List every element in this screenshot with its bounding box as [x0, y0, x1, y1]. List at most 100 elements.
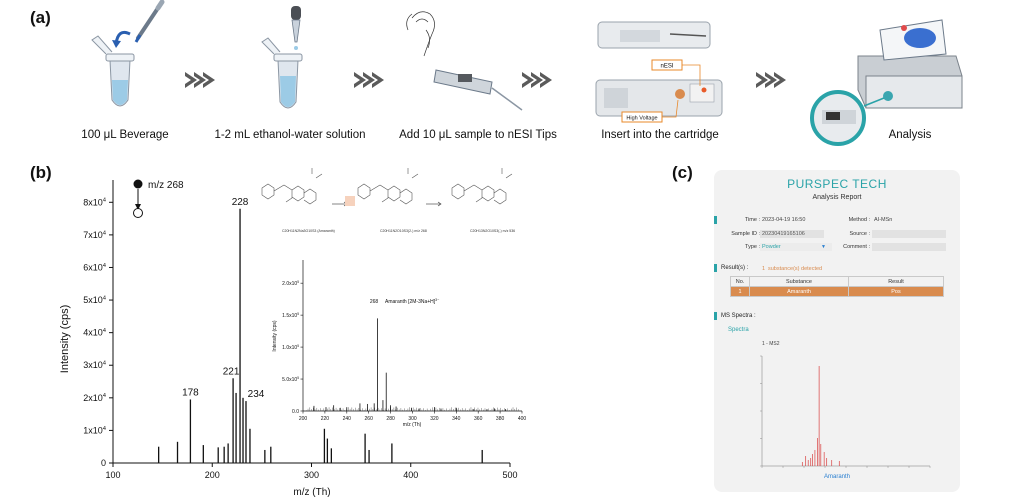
main-peak-label: 221 [223, 366, 240, 377]
structure-label-2: C20H11N2O10S3(2-) m/z 268 [380, 229, 427, 233]
table-cell-no: 1 [730, 286, 750, 297]
legend-precursor-marker [133, 179, 143, 189]
tube-icon-1 [91, 35, 135, 107]
inset-peak-label: 268 [370, 299, 379, 305]
main-y-tick-label: 5x104 [83, 295, 107, 305]
legend-label: m/z 268 [148, 180, 184, 191]
cartridge-top-icon [597, 21, 711, 49]
panel-label-c: (c) [672, 163, 693, 182]
inset-y-tick-label: 1.5x105 [282, 312, 299, 319]
inset-x-tick-label: 400 [518, 416, 527, 422]
zoom-callout-icon [810, 90, 885, 146]
main-y-tick-label: 2x104 [83, 393, 107, 403]
main-x-tick-label: 200 [205, 470, 220, 480]
structure-label-1: C20H11N2Na3O10S3 (Amaranth) [282, 229, 335, 233]
step-label-4: Insert into the cartridge [601, 129, 719, 141]
inset-x-axis-label: m/z (Th) [403, 422, 422, 428]
analysis-report-panel: PURSPEC TECH Analysis Report Time : 2023… [714, 170, 960, 492]
results-table: No. Substance Result 1 Amaranth Pos [730, 276, 944, 297]
report-subtitle: Analysis Report [812, 194, 862, 201]
method-label: Method : [848, 217, 870, 223]
table-row[interactable]: 1 Amaranth Pos [730, 286, 944, 297]
chevron-icon-1 [185, 72, 215, 88]
method-value: AI-MSn [874, 217, 893, 223]
dropper-icon [291, 6, 301, 50]
main-peak-label: 234 [248, 389, 265, 400]
inset-y-tick-label: 5.0x105 [282, 376, 299, 383]
chemical-structures [261, 168, 513, 207]
main-peak-label: 178 [182, 387, 199, 398]
inset-x-tick-label: 200 [299, 416, 308, 422]
spectra-tab[interactable]: Spectra [728, 327, 749, 333]
main-x-tick-label: 100 [105, 470, 120, 480]
panel-label-a: (a) [30, 8, 51, 27]
source-field [872, 230, 946, 238]
type-select[interactable]: Powder [760, 243, 832, 251]
inset-y-axis-label: Intensity (cps) [272, 320, 278, 351]
legend-fragment-marker [133, 208, 143, 218]
main-x-axis-label: m/z (Th) [293, 487, 330, 498]
report-brand: PURSPEC TECH [787, 177, 887, 191]
table-cell-result: Pos [848, 286, 944, 297]
mass-spectrometer-icon [857, 19, 963, 109]
inset-x-tick-label: 380 [496, 416, 505, 422]
main-y-tick-label: 7x104 [83, 230, 107, 240]
results-text: substance(s) detected [768, 265, 823, 272]
spectrum-title: 1 - MS2 [762, 341, 780, 347]
panel-label-b: (b) [30, 163, 52, 182]
inset-background [303, 258, 522, 411]
sample-id-label: Sample ID : [731, 231, 760, 237]
main-peak-label: 228 [232, 197, 249, 208]
comment-label: Comment : [843, 244, 870, 250]
inset-x-tick-label: 260 [365, 416, 374, 422]
type-label: Type : [745, 244, 760, 250]
inset-x-tick-label: 340 [452, 416, 461, 422]
step-label-5: Analysis [888, 129, 932, 141]
inset-y-tick-label: 2.0x105 [282, 280, 299, 287]
main-y-tick-label: 6x104 [83, 262, 107, 272]
main-x-tick-label: 500 [502, 470, 517, 480]
main-y-tick-label: 1x104 [83, 425, 107, 435]
cleavage-highlight [345, 196, 355, 206]
main-y-axis-label: Intensity (cps) [59, 305, 71, 373]
inset-x-tick-label: 300 [408, 416, 417, 422]
table-header-no: No. [730, 276, 750, 287]
inset-y-tick-label: 0.0 [292, 409, 299, 415]
inset-x-tick-label: 240 [343, 416, 352, 422]
main-y-tick-label: 4x104 [83, 328, 107, 338]
inset-x-tick-label: 280 [386, 416, 395, 422]
chevron-icon-2 [354, 72, 384, 88]
results-count: 1 [762, 265, 766, 272]
chevron-down-icon[interactable]: ▼ [821, 243, 826, 250]
inset-y-tick-label: 1.0x105 [282, 344, 299, 351]
main-spectrum-chart: 100 200 300 400 500 0 1x104 2x104 3x104 4x104 5x10… [59, 168, 527, 498]
inset-x-tick-label: 360 [474, 416, 483, 422]
table-header-substance: Substance [749, 276, 849, 287]
comment-field [872, 243, 946, 251]
main-y-tick-label: 0 [101, 458, 106, 468]
chevron-icon-3 [522, 72, 552, 88]
high-voltage-label: High Voltage [626, 116, 657, 122]
hand-icon [406, 11, 435, 57]
nesi-label: nESI [660, 64, 673, 70]
ms-spectra-label: MS Spectra : [721, 313, 756, 319]
report-spectrum-chart [760, 355, 931, 468]
table-header-result: Result [848, 276, 944, 287]
nesi-tip-icon [433, 69, 523, 111]
main-x-tick-label: 400 [403, 470, 418, 480]
time-value: 2023-04-19 16:50 [762, 217, 806, 223]
structure-label-3: C20H13N2O10S3(-) m/z 536 [470, 229, 515, 233]
table-header-row: No. Substance Result [730, 276, 944, 287]
table-cell-substance: Amaranth [749, 286, 849, 297]
step-label-1: 100 μL Beverage [81, 129, 169, 141]
sample-id-field: 20230419165106 [760, 230, 824, 238]
step-label-2: 1-2 mL ethanol-water solution [214, 129, 366, 141]
chevron-icon-4 [756, 72, 786, 88]
spectrum-caption: Amaranth [823, 474, 850, 480]
source-label: Source : [849, 231, 870, 237]
tube-icon-2 [261, 37, 303, 109]
pipette-icon-1 [134, 0, 165, 43]
inset-x-tick-label: 320 [430, 416, 439, 422]
main-y-tick-label: 3x104 [83, 360, 107, 370]
inset-annotation: Amaranth [2M-3Na+H]3− [385, 298, 439, 305]
